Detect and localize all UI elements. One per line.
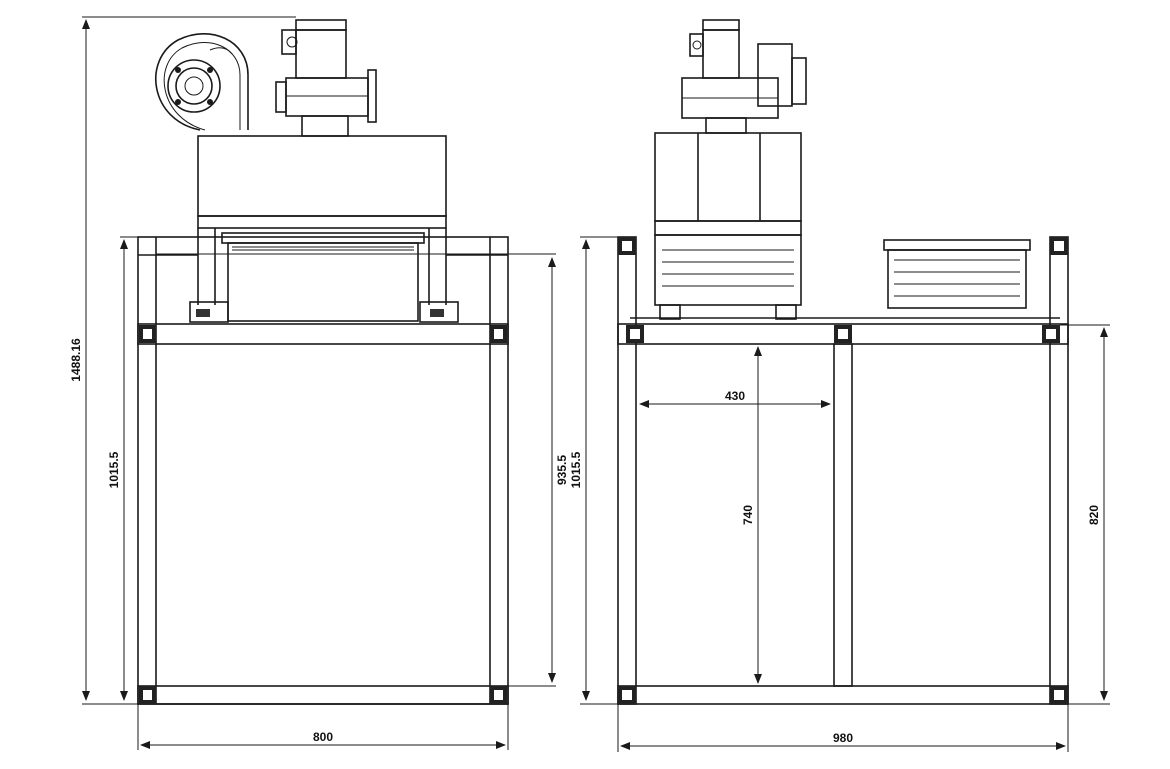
side-hood (654, 132, 802, 320)
side-corner-blocks (618, 237, 1068, 704)
dim-bay-width: 430 (725, 389, 745, 403)
dim-table-height: 820 (1087, 505, 1101, 525)
front-corner-blocks (139, 325, 507, 704)
front-blower (155, 32, 249, 131)
dim-side-width: 980 (833, 731, 853, 745)
dim-side-frame-height: 1015.5 (569, 451, 583, 488)
front-dimensions: 1488.16 1015.5 935.5 800 (69, 16, 569, 750)
side-dimensions: 1015.5 430 740 820 980 (569, 236, 1110, 752)
dim-front-frame-height: 1015.5 (107, 451, 121, 488)
dim-bay-height: 740 (741, 505, 755, 525)
front-motor (275, 19, 377, 137)
side-frame (617, 236, 1069, 705)
front-hood (189, 135, 459, 323)
dim-overall-height: 1488.16 (69, 338, 83, 382)
dim-front-width: 800 (313, 730, 333, 744)
side-view (617, 19, 1069, 705)
side-motor (681, 19, 807, 134)
side-lamp-cage (883, 239, 1031, 309)
front-view (137, 19, 509, 705)
front-frame (137, 236, 509, 705)
dim-inner-height: 935.5 (555, 455, 569, 485)
